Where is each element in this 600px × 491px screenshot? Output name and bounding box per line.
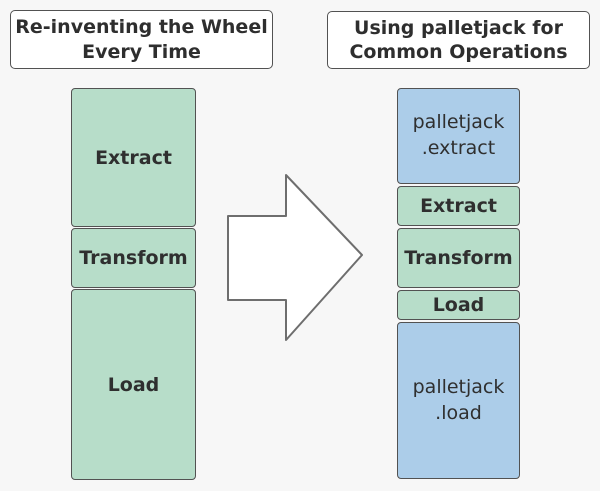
left-block-load: Load	[71, 289, 196, 480]
left-column-title: Re-inventing the Wheel Every Time	[10, 10, 273, 69]
right-arrow-icon	[226, 172, 366, 344]
right-column-title: Using palletjack for Common Operations	[327, 11, 590, 69]
left-block-extract: Extract	[71, 88, 196, 227]
right-block-load: Load	[397, 290, 520, 320]
left-block-transform: Transform	[71, 228, 196, 288]
right-block-palletjack-load: palletjack .load	[397, 322, 520, 479]
right-block-extract: Extract	[397, 186, 520, 226]
right-block-transform: Transform	[397, 228, 520, 288]
right-block-palletjack-extract: palletjack .extract	[397, 88, 520, 184]
